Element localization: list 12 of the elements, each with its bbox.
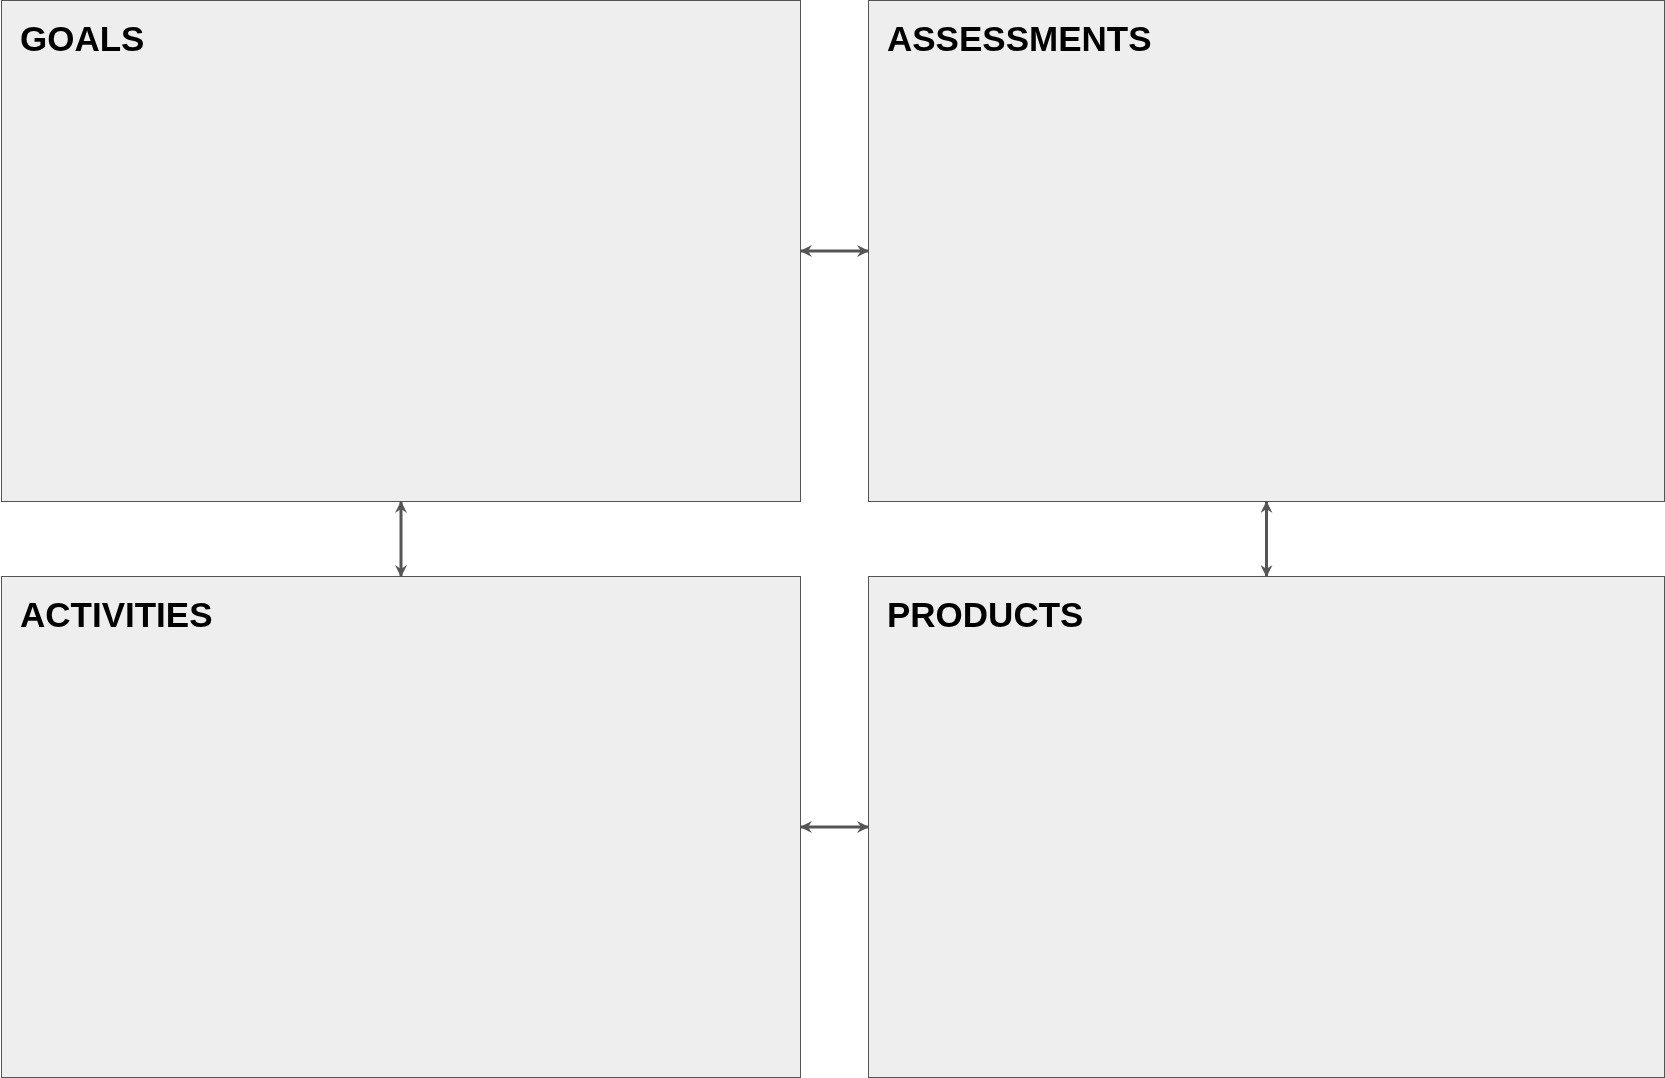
section-heading: GOALS <box>20 19 145 59</box>
double-arrow <box>800 821 869 833</box>
section-panel <box>1 0 801 502</box>
section-panel <box>1 576 801 1078</box>
section-heading: ACTIVITIES <box>20 595 213 635</box>
double-arrow <box>1260 501 1273 577</box>
section-panel <box>868 576 1665 1078</box>
section-heading: ASSESSMENTS <box>887 19 1152 59</box>
double-arrow <box>800 245 869 257</box>
section-heading: PRODUCTS <box>887 595 1084 635</box>
section-panel <box>868 0 1665 502</box>
double-arrow <box>395 501 407 577</box>
